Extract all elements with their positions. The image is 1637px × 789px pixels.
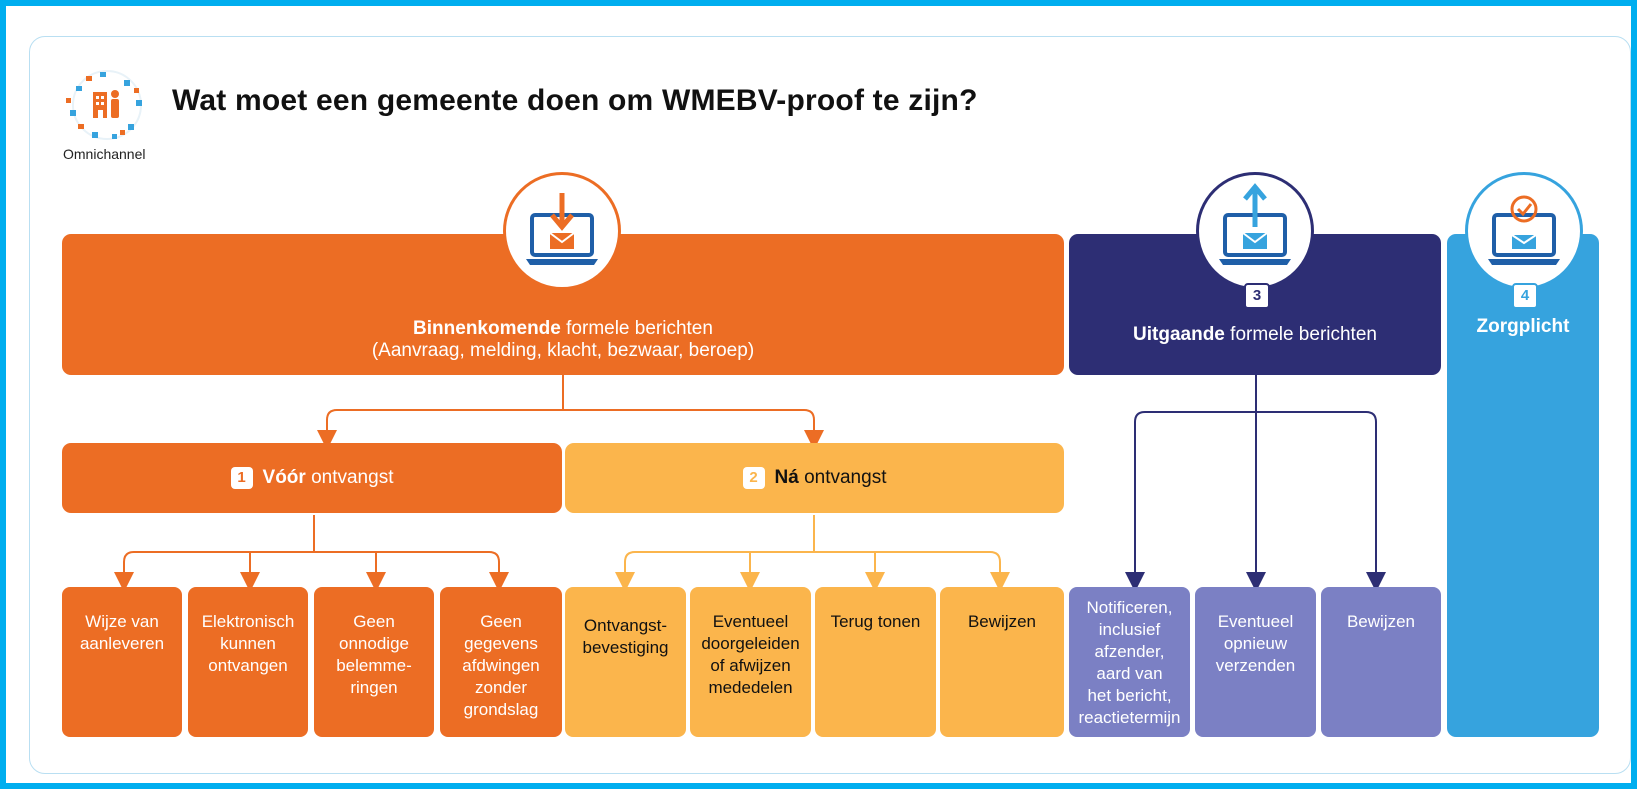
incoming-label: formele berichten	[566, 317, 713, 339]
care-icon-circle	[1465, 172, 1583, 290]
after-number-badge: 2	[742, 467, 765, 489]
incoming-icon-circle	[503, 172, 621, 290]
omnichannel-logo-icon	[62, 66, 152, 144]
before-number-badge: 1	[230, 467, 253, 489]
leaf-after-1: Ontvangst-bevestiging	[565, 587, 686, 737]
page-title: Wat moet een gemeente doen om WMEBV-proo…	[172, 84, 978, 117]
outgoing-label: formele berichten	[1230, 323, 1377, 345]
leaf-after-4: Bewijzen	[940, 587, 1064, 737]
after-receipt-box: 2 Ná ontvangst	[565, 443, 1064, 513]
outgoing-mail-laptop-icon	[1219, 183, 1291, 265]
outgoing-icon-circle	[1196, 172, 1314, 290]
incoming-mail-laptop-icon	[526, 193, 598, 265]
certified-mail-laptop-icon	[1488, 195, 1560, 265]
before-label: ontvangst	[311, 467, 394, 488]
care-number-badge: 4	[1512, 283, 1538, 309]
incoming-bold: Binnenkomende	[413, 317, 561, 339]
leaf-after-3: Terug tonen	[815, 587, 936, 737]
leaf-outgoing-3: Bewijzen	[1321, 587, 1441, 737]
outgoing-number-badge: 3	[1244, 283, 1270, 309]
incoming-subtitle: (Aanvraag, melding, klacht, bezwaar, ber…	[371, 339, 755, 361]
after-label: ontvangst	[804, 467, 887, 488]
before-bold: Vóór	[262, 467, 306, 488]
after-bold: Ná	[774, 467, 799, 488]
care-duty-label: Zorgplicht	[1476, 316, 1570, 337]
outgoing-bold: Uitgaande	[1133, 323, 1225, 345]
before-receipt-box: 1 Vóór ontvangst	[62, 443, 562, 513]
care-duty-box: Zorgplicht	[1447, 234, 1599, 737]
logo-label: Omnichannel	[63, 146, 146, 162]
